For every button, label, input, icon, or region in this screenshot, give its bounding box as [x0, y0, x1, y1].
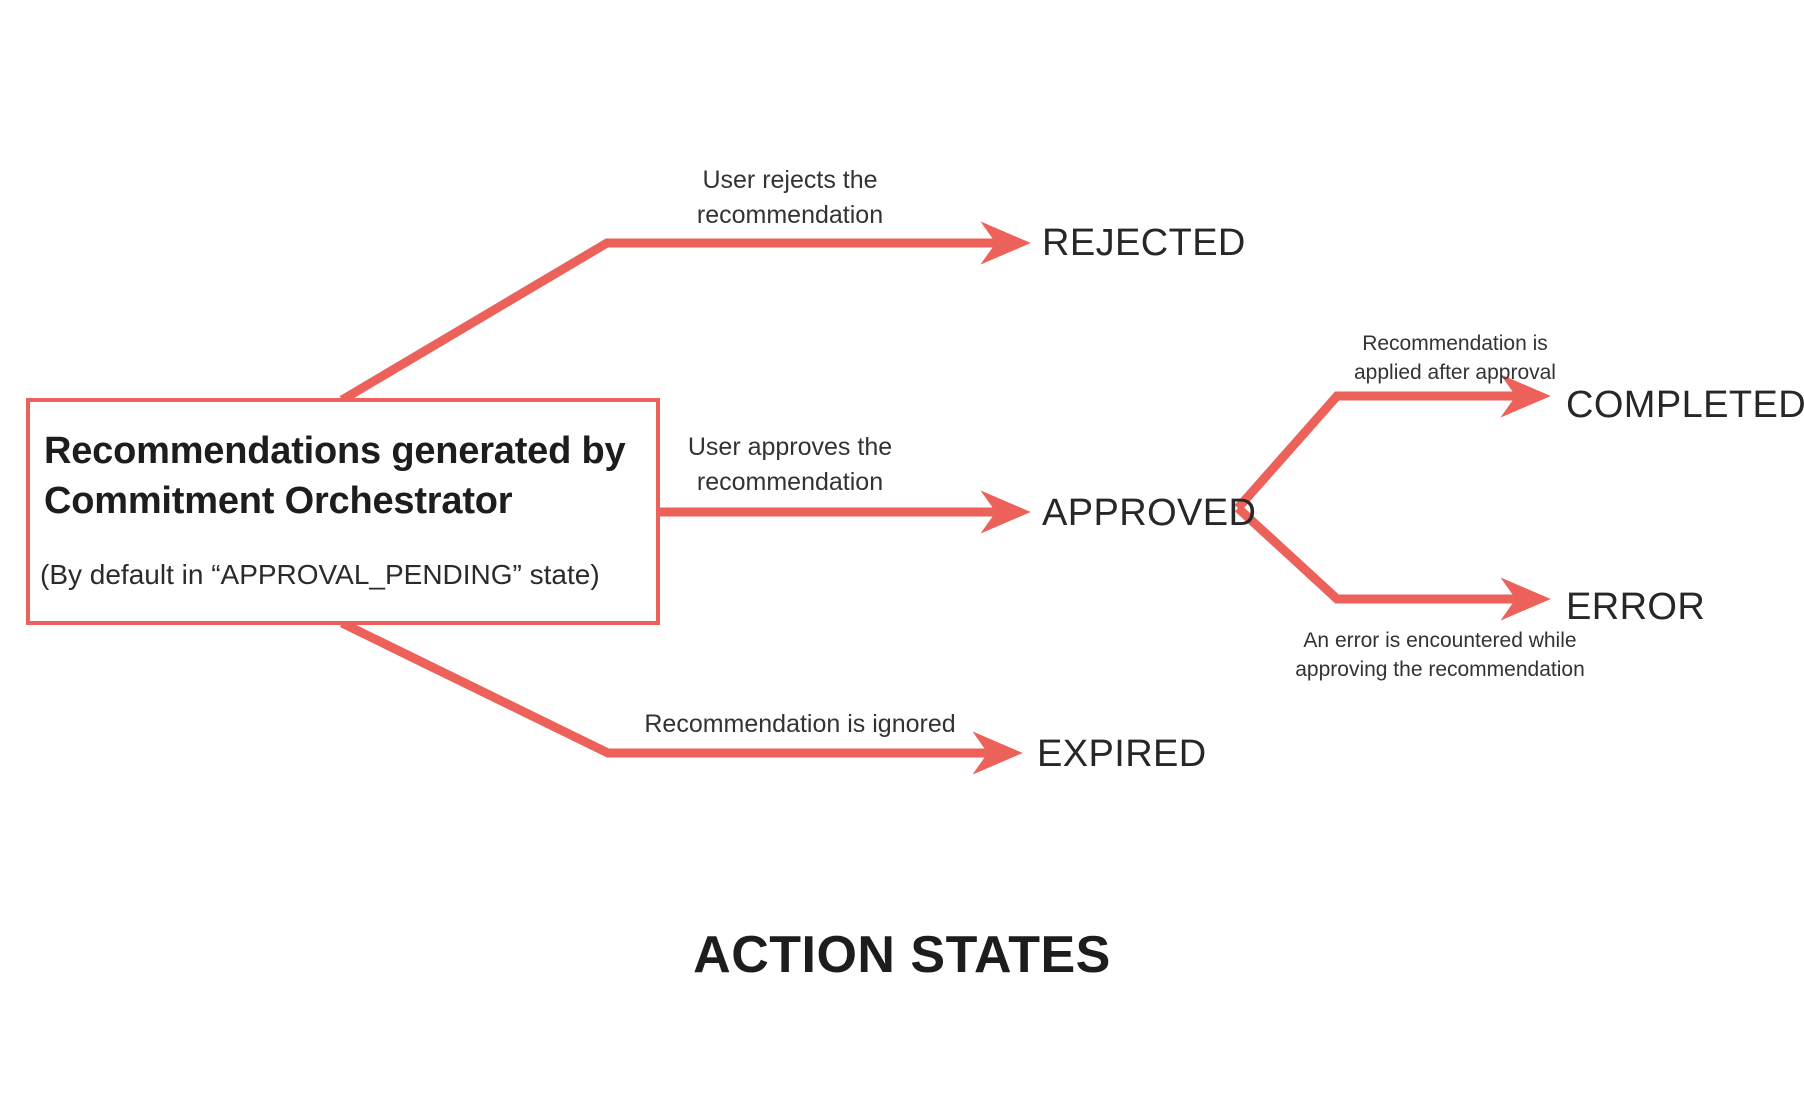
state-node-completed: COMPLETED	[1566, 384, 1804, 426]
edge-label-to-approved: User approves the recommendation	[687, 433, 893, 496]
edge-to-completed	[1234, 374, 1551, 511]
edge-to-expired	[340, 618, 1023, 775]
diagram-title: ACTION STATES	[693, 926, 1111, 984]
state-node-error: ERROR	[1566, 586, 1706, 628]
state-node-rejected: REJECTED	[1042, 222, 1246, 264]
state-node-approved: APPROVED	[1042, 492, 1257, 534]
edge-label-to-completed: Recommendation is applied after approval	[1354, 332, 1556, 384]
edge-label-to-expired: Recommendation is ignored	[644, 710, 956, 738]
edge-label-to-error: An error is encountered while approving …	[1295, 629, 1585, 681]
source-node-subtitle: (By default in “APPROVAL_PENDING” state)	[40, 559, 600, 590]
state-node-expired: EXPIRED	[1037, 733, 1207, 775]
edge-to-error	[1234, 504, 1551, 621]
edge-to-rejected	[339, 221, 1031, 404]
edge-label-to-rejected: User rejects the recommendation	[696, 166, 884, 229]
source-node-title: Recommendations generated by Commitment …	[44, 430, 626, 523]
source-node-box: Recommendations generated by Commitment …	[26, 398, 660, 625]
